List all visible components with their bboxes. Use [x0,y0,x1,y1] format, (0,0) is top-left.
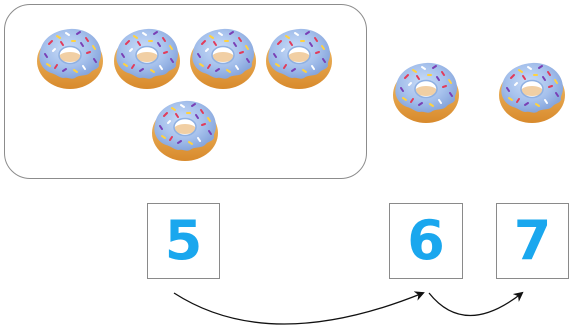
donut-icon [150,94,220,164]
number-box-final: 7 [496,203,569,279]
donut-icon [264,22,334,92]
donut-icon [497,56,567,126]
donut-icon [35,22,105,92]
donut-icon [391,56,461,126]
donut-icon [112,22,182,92]
number-box-start: 5 [147,203,220,279]
number-box-next: 6 [389,203,463,279]
donut-icon [188,22,258,92]
arrow-six-to-seven [428,291,524,316]
arrow-five-to-six [173,291,425,325]
